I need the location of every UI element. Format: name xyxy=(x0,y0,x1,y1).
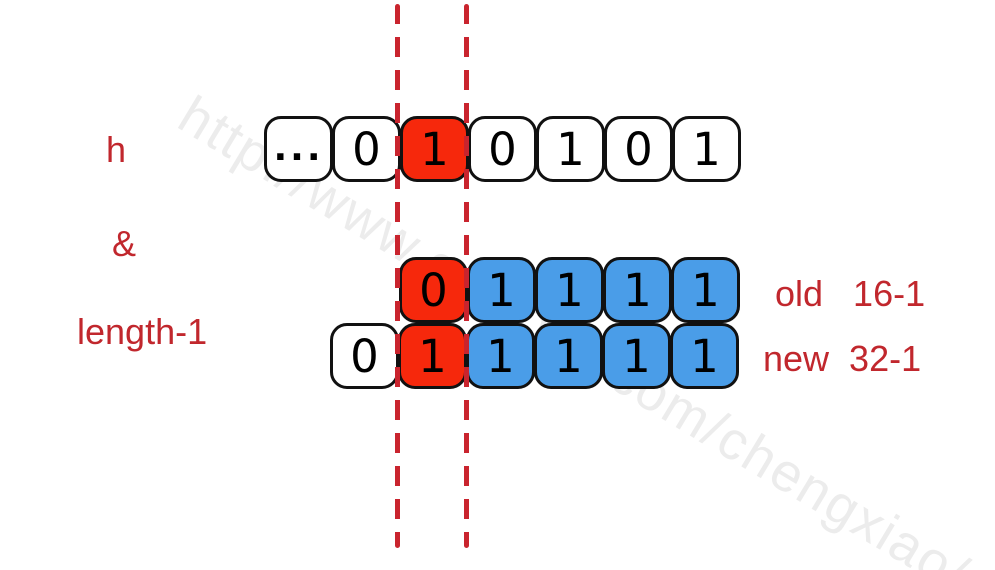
bit-cell: 1 xyxy=(603,257,672,323)
label-and-operator: & xyxy=(112,223,137,264)
bit-cell: 1 xyxy=(467,257,536,323)
bit-cell: 0 xyxy=(332,116,401,182)
bit-cell: 1 xyxy=(535,257,604,323)
bit-cell: 1 xyxy=(536,116,605,182)
label-hash-operand: h xyxy=(106,129,127,170)
bit-cell: 0 xyxy=(399,257,468,323)
label-new-mask: new 32-1 xyxy=(763,338,922,379)
bit-cell: 0 xyxy=(604,116,673,182)
dashed-line-left xyxy=(395,4,400,548)
label-old-mask: old 16-1 xyxy=(775,273,926,314)
bit-cell: 1 xyxy=(466,323,535,389)
bit-cell: 1 xyxy=(534,323,603,389)
bit-cell: 0 xyxy=(468,116,537,182)
bit-cell: 1 xyxy=(398,323,467,389)
bit-cell: ... xyxy=(264,116,333,182)
bit-cell: 1 xyxy=(671,257,740,323)
bit-cell: 1 xyxy=(672,116,741,182)
dashed-line-right xyxy=(464,4,469,548)
label-length-minus-1: length-1 xyxy=(77,311,208,352)
bit-cell: 1 xyxy=(602,323,671,389)
bit-cell: 0 xyxy=(330,323,399,389)
bit-cell: 1 xyxy=(400,116,469,182)
bit-cell: 1 xyxy=(670,323,739,389)
